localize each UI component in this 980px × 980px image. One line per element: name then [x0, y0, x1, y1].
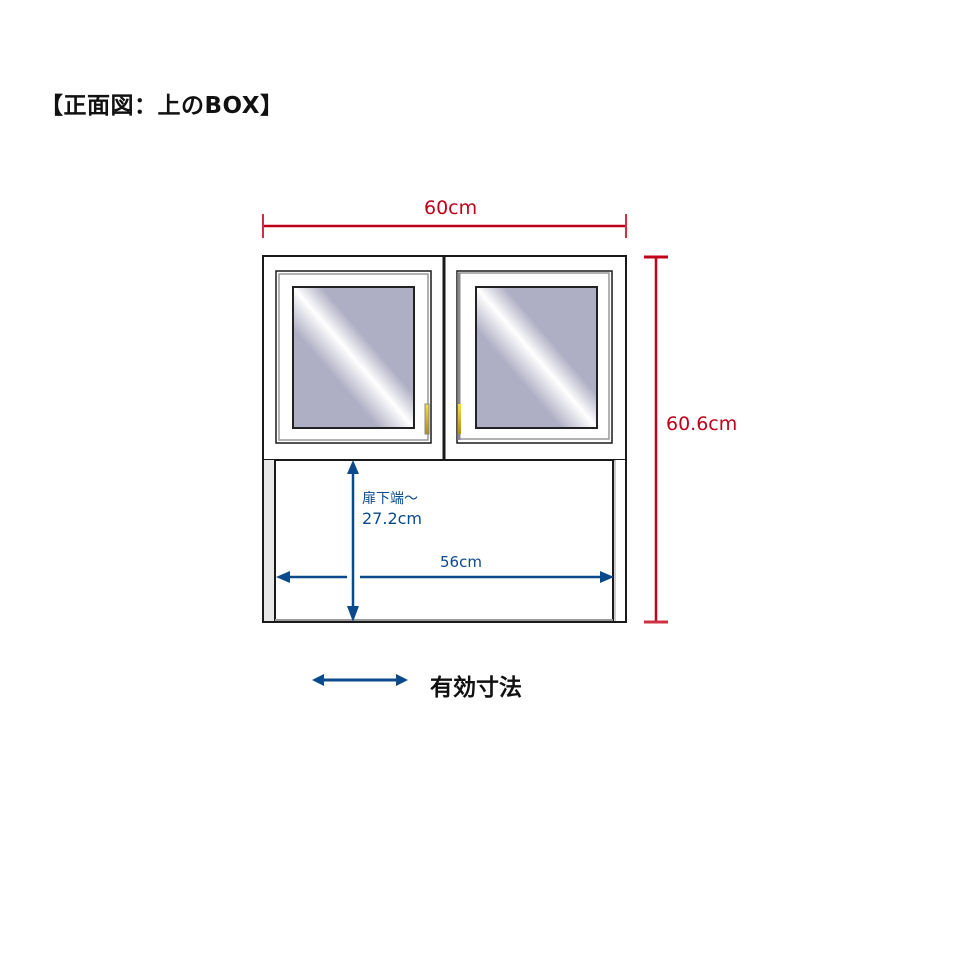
left-door-glass	[292, 286, 415, 429]
right-door-handle-icon	[458, 404, 461, 434]
left-door[interactable]	[275, 270, 432, 444]
height-dimension-label: 60.6cm	[666, 413, 738, 435]
left-door-handle-icon	[424, 403, 430, 435]
width-dimension-label: 60cm	[424, 197, 478, 219]
legend-label: 有効寸法	[430, 675, 522, 701]
inner-width-label: 56cm	[440, 553, 482, 571]
page-title: 【正面図：上のBOX】	[40, 93, 284, 119]
right-door[interactable]	[456, 270, 613, 444]
door-bottom-label: 扉下端～	[362, 491, 418, 507]
right-door-glass	[475, 286, 598, 429]
door-bottom-dimension-arrow	[347, 460, 359, 622]
door-bottom-value: 27.2cm	[362, 509, 423, 528]
height-dimension-line	[644, 255, 668, 624]
inner-width-dimension-arrow	[276, 571, 614, 583]
legend-arrow-icon	[312, 674, 408, 686]
width-dimension-line	[262, 214, 627, 238]
